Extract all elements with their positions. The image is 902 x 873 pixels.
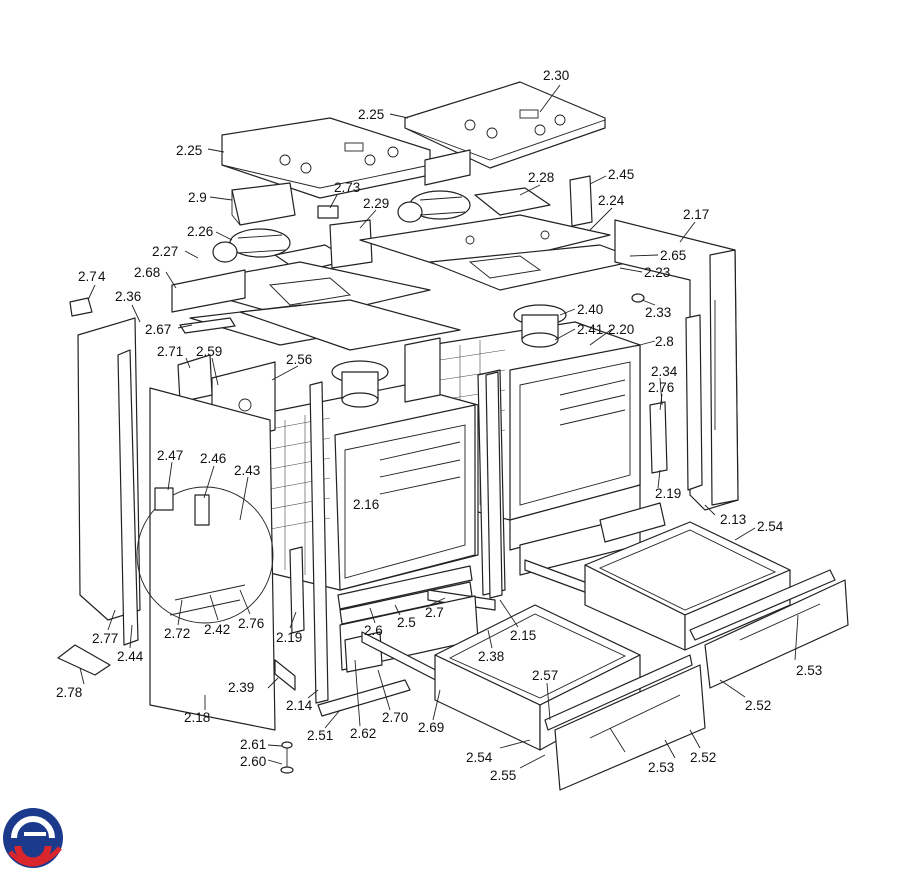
callout-label: 2.61 — [240, 737, 266, 752]
callout-label: 2.40 — [577, 302, 603, 317]
post-2-45 — [569, 175, 593, 227]
bracket-2-62-70 — [344, 631, 456, 691]
top-plate-right — [359, 214, 641, 291]
callout-label: 2.14 — [286, 698, 313, 713]
top-cover-left — [221, 117, 471, 199]
callout-label: 2.76 — [238, 616, 264, 631]
callout-label: 2.53 — [796, 663, 822, 678]
callout-label: 2.71 — [157, 344, 183, 359]
post-2-19-left — [289, 546, 305, 634]
post-2-15 — [485, 371, 503, 599]
side-cover-left — [136, 387, 276, 731]
blower-motor-left — [212, 228, 291, 263]
callout-label: 2.7 — [78, 269, 97, 284]
bracket-2-29 — [329, 219, 373, 269]
callout-label: 2.65 — [660, 248, 686, 263]
callout-label: 2.7 — [425, 605, 444, 620]
callout-label: 2.46 — [200, 451, 226, 466]
callout-label: 2.27 — [152, 244, 178, 259]
callout-label: 2.24 — [598, 193, 625, 208]
blower-motor-right — [397, 190, 471, 223]
callout-label: 2.77 — [92, 631, 118, 646]
callout-label: 2.43 — [234, 463, 260, 478]
callout-label: 2.54 — [757, 519, 784, 534]
callout-label: 2.33 — [645, 305, 671, 320]
callout-label: 4 — [98, 269, 106, 284]
lower-frame-right — [509, 484, 666, 606]
callout-label: 2.69 — [418, 720, 444, 735]
callout-label: 2.45 — [608, 167, 634, 182]
callout-label: 2.59 — [196, 344, 222, 359]
callout-label: 2.57 — [532, 668, 558, 683]
callout-label: 2.5 — [397, 615, 416, 630]
callout-label: 2.68 — [134, 265, 160, 280]
rail-2-51 — [317, 679, 411, 717]
callout-label: 2.34 — [651, 364, 678, 379]
post-2-19-right — [649, 401, 668, 474]
callout-label: 2.8 — [655, 334, 674, 349]
callout-label: 2.72 — [164, 626, 190, 641]
callout-label: 2.18 — [184, 710, 210, 725]
strip-2-67 — [179, 317, 236, 334]
callout-label: 2.55 — [490, 768, 516, 783]
callout-label: 2.19 — [655, 486, 681, 501]
callout-label: 2.26 — [187, 224, 213, 239]
leader-lines — [79, 84, 799, 769]
callout-label: 2.76 — [648, 380, 674, 395]
drawer-right — [584, 521, 849, 689]
callout-label: 2.39 — [228, 680, 254, 695]
callout-label: 2.38 — [478, 649, 504, 664]
brand-logo — [3, 808, 63, 868]
side-panel-right — [614, 219, 739, 511]
callout-label: 2.70 — [382, 710, 408, 725]
leveling-foot — [280, 741, 294, 774]
callout-label: 2.52 — [745, 698, 771, 713]
callout-label: 2.6 — [364, 623, 383, 638]
post-2-14 — [309, 381, 329, 704]
callout-label: 2.44 — [117, 649, 144, 664]
callout-label: 2.56 — [286, 352, 312, 367]
fan-housing-box — [231, 182, 296, 226]
callout-label: 2.67 — [145, 322, 171, 337]
callout-label: 2.78 — [56, 685, 82, 700]
callout-label: 2.52 — [690, 750, 716, 765]
callout-label: 2.36 — [115, 289, 141, 304]
clip-2-33 — [631, 293, 645, 303]
callout-label: 2.17 — [683, 207, 709, 222]
callout-label: 2.13 — [720, 512, 746, 527]
callout-label: 2.41 — [577, 322, 603, 337]
callout-label: 2.16 — [353, 497, 379, 512]
callout-label: 2.47 — [157, 448, 183, 463]
bracket-2-74 — [69, 297, 93, 317]
callout-label: 2.9 — [188, 190, 207, 205]
callout-label: 2.42 — [204, 622, 230, 637]
callout-label: 2.62 — [350, 726, 376, 741]
callout-label: 2.25 — [358, 107, 384, 122]
callout-label: 2.15 — [510, 628, 536, 643]
top-cover-right — [404, 81, 606, 169]
callout-labels: 2.30 2.25 2.25 2.28 2.45 2.9 2.73 2.29 2… — [56, 68, 822, 783]
rail-2-39 — [274, 659, 296, 691]
callout-label: 2.30 — [543, 68, 569, 83]
callout-label: 2.25 — [176, 143, 202, 158]
callout-label: 2.73 — [334, 180, 360, 195]
callout-label: 2.54 — [466, 750, 493, 765]
callout-label: 2.19 — [276, 630, 302, 645]
callout-label: 2.51 — [307, 728, 333, 743]
drawer-left — [434, 604, 706, 791]
filter-box-right — [474, 187, 551, 216]
callout-label: 2.29 — [363, 196, 389, 211]
callout-label: 2.53 — [648, 760, 674, 775]
callout-label: 2.28 — [528, 170, 554, 185]
bracket-2-78 — [57, 644, 111, 676]
bracket-2-73 — [317, 205, 339, 219]
callout-label: 2.20 — [608, 322, 634, 337]
callout-label: 2.23 — [644, 265, 670, 280]
callout-label: 2.60 — [240, 754, 266, 769]
side-panel-left — [77, 317, 141, 646]
rail-2-68 — [171, 269, 246, 313]
